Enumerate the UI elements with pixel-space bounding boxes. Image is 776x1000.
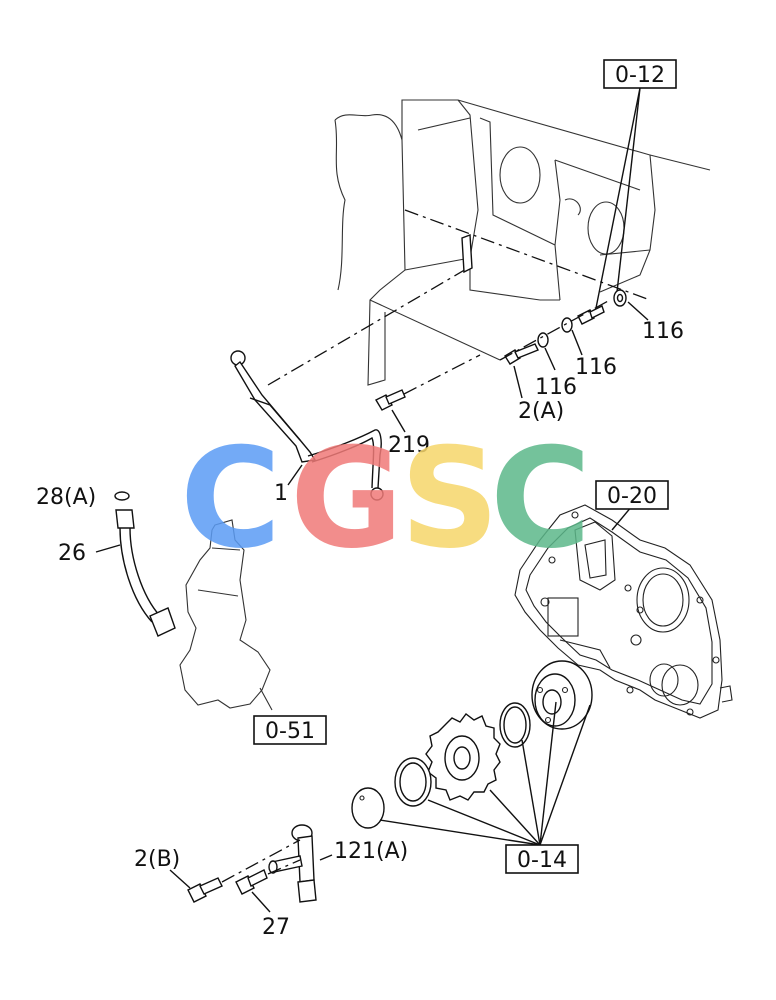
ref-box-0-20: 0-20 bbox=[595, 480, 669, 510]
svg-text:2(A): 2(A) bbox=[518, 399, 564, 424]
bolt-2b bbox=[187, 839, 301, 903]
label-2b: 2(B) bbox=[134, 847, 191, 889]
watermark-letter-g: G bbox=[290, 418, 403, 579]
svg-text:1: 1 bbox=[274, 481, 288, 506]
ref-box-0-51: 0-51 bbox=[253, 715, 327, 745]
label-116-right: 116 bbox=[642, 319, 684, 344]
idler-hub bbox=[531, 660, 593, 730]
watermark-logo: C G S C bbox=[180, 418, 591, 579]
label-121a: 121(A) bbox=[319, 839, 408, 864]
svg-text:26: 26 bbox=[58, 541, 86, 566]
gear-case-outline bbox=[514, 504, 733, 719]
oil-pump-outline bbox=[179, 519, 273, 711]
label-28a: 28(A) bbox=[36, 485, 96, 510]
svg-text:0-12: 0-12 bbox=[615, 63, 665, 88]
leader-0-12 bbox=[595, 87, 641, 309]
pipe-26 bbox=[115, 509, 176, 637]
svg-text:27: 27 bbox=[262, 915, 290, 940]
washer-116-c bbox=[613, 289, 627, 307]
watermark-letter-c1: C bbox=[180, 418, 281, 579]
cover-plate bbox=[351, 787, 385, 829]
label-26: 26 bbox=[58, 541, 121, 566]
watermark-letter-c2: C bbox=[490, 418, 591, 579]
engine-block-outline bbox=[334, 99, 711, 386]
label-116-left: 116 bbox=[535, 375, 577, 400]
timing-gear bbox=[425, 713, 501, 801]
washer-116-a bbox=[537, 332, 549, 348]
svg-text:0-14: 0-14 bbox=[517, 848, 567, 873]
connector-121a bbox=[268, 824, 317, 903]
oil-pipe-part-1 bbox=[230, 234, 473, 501]
leader-0-14 bbox=[379, 701, 591, 846]
svg-text:116: 116 bbox=[535, 375, 577, 400]
svg-text:116: 116 bbox=[575, 355, 617, 380]
ref-box-0-14: 0-14 bbox=[505, 844, 579, 874]
label-219: 219 bbox=[388, 433, 430, 458]
bolt-upper bbox=[577, 305, 605, 325]
label-116-middle: 116 bbox=[575, 355, 617, 380]
washer-116-b bbox=[561, 317, 573, 333]
svg-text:219: 219 bbox=[388, 433, 430, 458]
o-ring-large bbox=[499, 702, 531, 748]
svg-text:116: 116 bbox=[642, 319, 684, 344]
ref-box-0-12: 0-12 bbox=[603, 59, 677, 89]
bolt-2a bbox=[504, 343, 539, 365]
svg-text:0-20: 0-20 bbox=[607, 484, 657, 509]
watermark-letter-s: S bbox=[400, 418, 499, 579]
svg-text:2(B): 2(B) bbox=[134, 847, 180, 872]
bolt-27 bbox=[235, 859, 301, 895]
bolt-219 bbox=[375, 354, 481, 433]
svg-text:0-51: 0-51 bbox=[265, 719, 315, 744]
o-ring-28a bbox=[114, 491, 130, 501]
svg-text:121(A): 121(A) bbox=[334, 839, 408, 864]
svg-text:28(A): 28(A) bbox=[36, 485, 96, 510]
gasket-ring bbox=[394, 757, 432, 807]
label-2a: 2(A) bbox=[518, 399, 564, 424]
leader-0-20 bbox=[611, 505, 633, 531]
label-1: 1 bbox=[274, 464, 303, 506]
label-27: 27 bbox=[251, 891, 290, 940]
